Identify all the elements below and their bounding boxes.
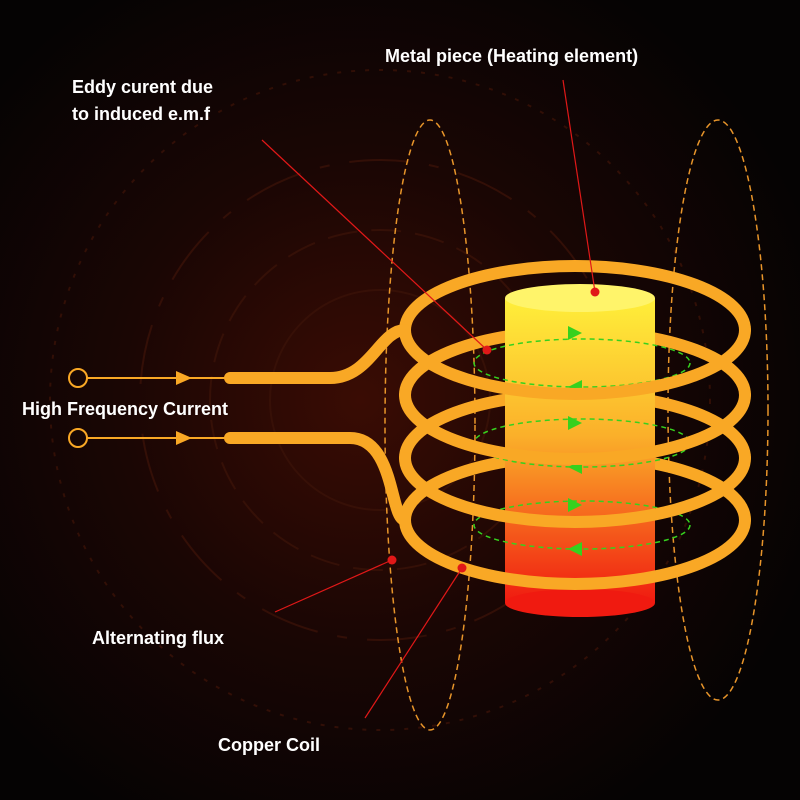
pointer-lines: [261, 79, 596, 719]
label-eddy-current-line1: Eddy curent due: [72, 77, 214, 97]
label-alternating-flux: Alternating flux: [92, 628, 225, 648]
label-metal-piece: Metal piece (Heating element): [385, 46, 639, 66]
label-high-frequency-current: High Frequency Current: [22, 399, 229, 419]
copper-coil: [224, 324, 751, 590]
current-arrow-icons: [176, 371, 192, 445]
label-copper-coil: Copper Coil: [218, 735, 320, 755]
input-terminals: [68, 368, 228, 448]
pointer-dots: [387, 287, 600, 573]
flux-line-left: [384, 119, 476, 731]
label-eddy-current-line2: to induced e.m.f: [72, 104, 211, 124]
